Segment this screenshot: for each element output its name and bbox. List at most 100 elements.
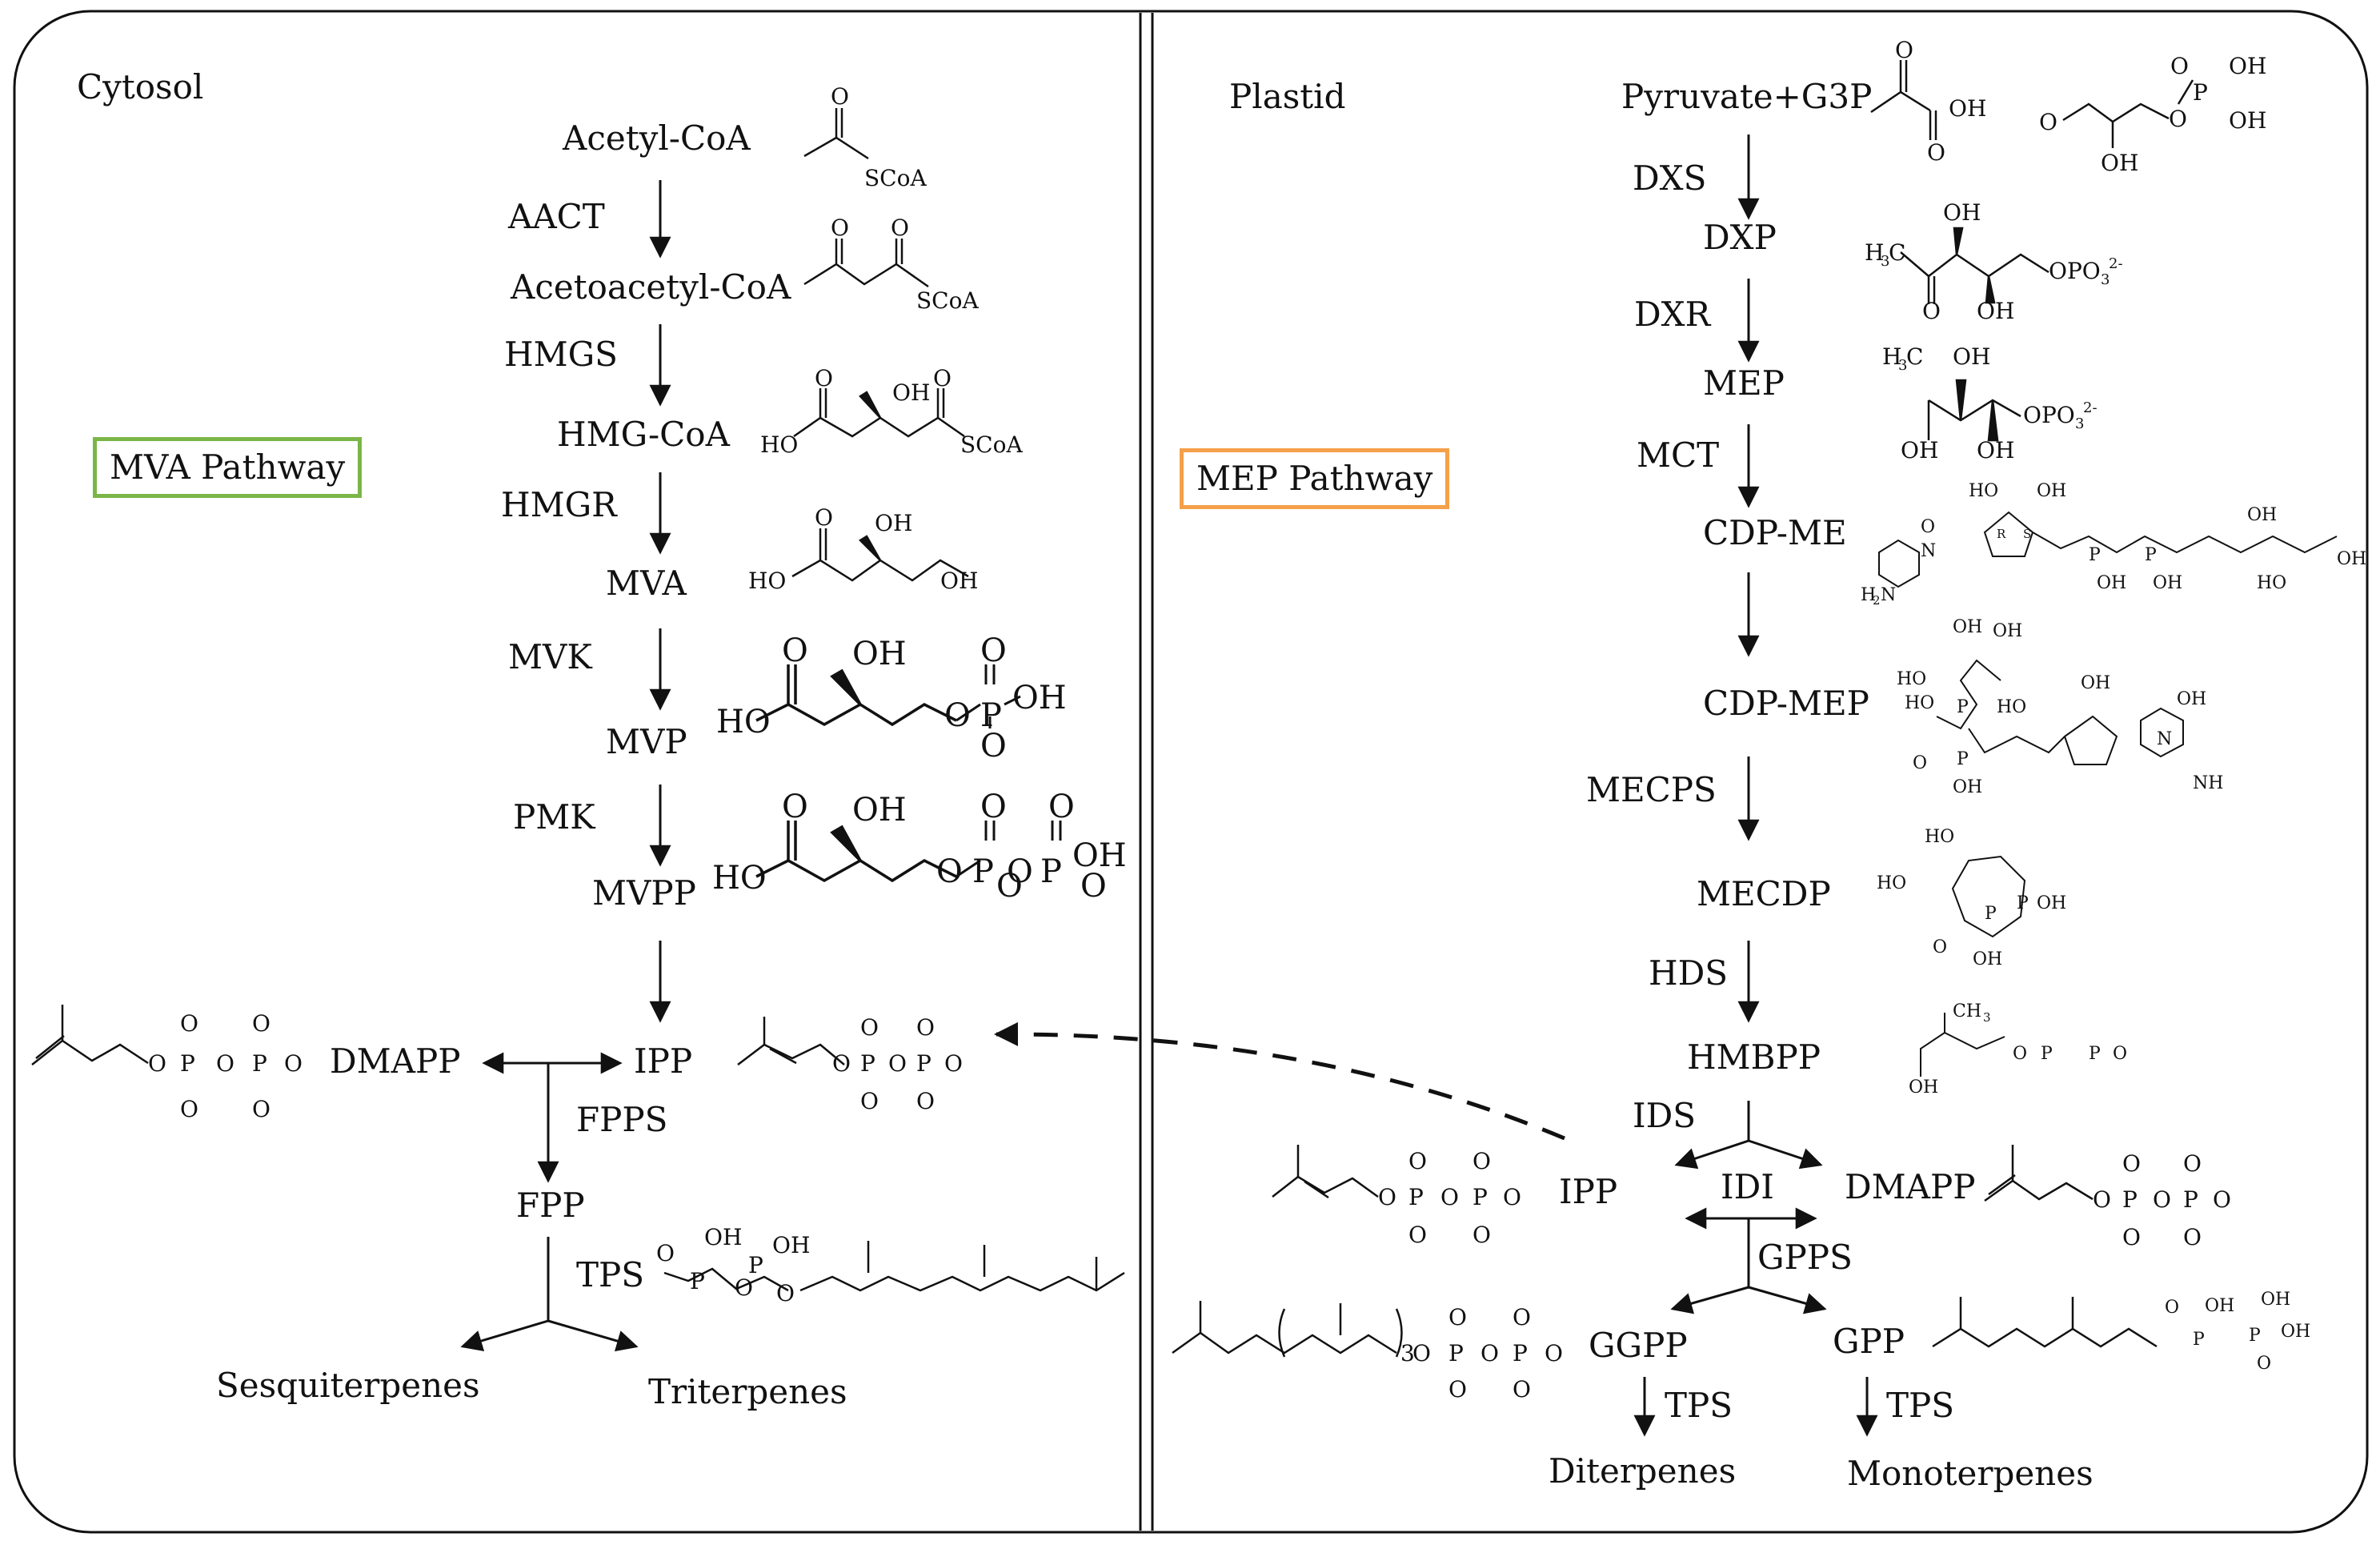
svg-text:OH: OH <box>704 1224 742 1250</box>
svg-text:SCoA: SCoA <box>960 431 1023 458</box>
svg-text:OH: OH <box>1943 199 1981 226</box>
svg-text:P: P <box>916 1050 932 1077</box>
svg-text:P: P <box>1513 1340 1528 1366</box>
svg-text:2-: 2- <box>2083 399 2098 416</box>
svg-text:OH: OH <box>1953 777 1982 797</box>
svg-text:O: O <box>252 1096 270 1122</box>
structure-small-labels: H 2 N N O HO OH R S P P OH OH OH OH HO O… <box>1861 481 2366 1374</box>
svg-text:OPO: OPO <box>2023 402 2075 428</box>
svg-text:O: O <box>2183 1150 2202 1177</box>
metabolite-mvpp: MVPP <box>592 873 696 913</box>
svg-text:OH: OH <box>2097 573 2126 593</box>
svg-text:P: P <box>1957 749 1969 769</box>
svg-text:O: O <box>916 1088 935 1114</box>
structure-ipp-plastid <box>1272 1145 1379 1199</box>
svg-text:O: O <box>1922 298 1941 324</box>
svg-text:OH: OH <box>1909 1077 1938 1098</box>
metabolite-hmg-coa: HMG-CoA <box>557 415 730 454</box>
svg-text:O: O <box>2093 1186 2111 1213</box>
svg-text:O: O <box>180 1010 198 1037</box>
structure-hmbpp <box>1920 1013 2005 1077</box>
mep-pathway-box: MEP Pathway <box>1180 448 1450 509</box>
arrow-gpps-gpp <box>1748 1286 1827 1314</box>
enzyme-mecps: MECPS <box>1586 770 1717 809</box>
svg-text:O: O <box>980 728 1007 764</box>
svg-text:OH: OH <box>2037 481 2066 501</box>
structure-dmapp-cytosol <box>31 1005 149 1065</box>
product-sesquiterpenes: Sesquiterpenes <box>216 1366 480 1405</box>
svg-text:P: P <box>2145 545 2157 565</box>
svg-text:OH: OH <box>2153 573 2182 593</box>
svg-text:CH: CH <box>1953 1001 1981 1021</box>
arrow-gpps-ggpp <box>1670 1286 1749 1314</box>
svg-text:OH: OH <box>892 379 930 406</box>
svg-text:O: O <box>1480 1340 1499 1366</box>
arrow-ids-dmapp <box>1748 1139 1823 1170</box>
svg-text:O: O <box>1472 1222 1491 1248</box>
svg-text:OH: OH <box>1953 343 1990 370</box>
phosphate-mvp <box>956 664 1021 728</box>
svg-text:P: P <box>2193 1330 2205 1350</box>
svg-text:HO: HO <box>2257 573 2286 593</box>
structure-g3p <box>2062 79 2194 148</box>
svg-text:3: 3 <box>1983 1010 1991 1025</box>
svg-text:O: O <box>1412 1340 1431 1366</box>
svg-text:O: O <box>936 853 963 890</box>
svg-text:OPO: OPO <box>2049 258 2101 284</box>
metabolite-dmapp-plastid: DMAPP <box>1845 1167 1976 1206</box>
svg-text:P: P <box>690 1268 705 1294</box>
svg-text:OH: OH <box>1977 298 2014 324</box>
enzyme-tps-cytosol: TPS <box>576 1255 645 1294</box>
svg-text:O: O <box>148 1050 166 1077</box>
mva-pathway-box: MVA Pathway <box>93 437 363 498</box>
arrow-ipp-transport <box>994 1021 1565 1141</box>
svg-text:O: O <box>944 697 971 734</box>
product-monoterpenes: Monoterpenes <box>1847 1454 2094 1493</box>
svg-text:P: P <box>1040 853 1062 890</box>
metabolite-ipp-cytosol: IPP <box>634 1041 693 1081</box>
svg-text:O: O <box>2122 1224 2141 1250</box>
svg-text:OH: OH <box>2229 107 2266 134</box>
structure-mecdp <box>1951 855 2026 938</box>
svg-text:O: O <box>1007 853 1033 890</box>
svg-text:O: O <box>1913 753 1927 773</box>
svg-text:O: O <box>180 1096 198 1122</box>
svg-text:O: O <box>1927 139 1945 166</box>
enzyme-dxs: DXS <box>1633 159 1707 198</box>
enzyme-hmgr: HMGR <box>501 485 617 524</box>
metabolite-hmbpp: HMBPP <box>1687 1037 1821 1077</box>
structure-atom-labels-large: HO OH O O P O OH O HO OH O O P O P OH O … <box>712 632 1127 905</box>
svg-text:O: O <box>1503 1184 1521 1210</box>
svg-text:O: O <box>831 215 849 241</box>
structure-mvp <box>755 664 957 727</box>
svg-text:P: P <box>1985 904 1997 924</box>
svg-text:O: O <box>1080 868 1107 905</box>
svg-text:OH: OH <box>2205 1296 2234 1316</box>
svg-text:O: O <box>1448 1304 1467 1330</box>
svg-text:3: 3 <box>1898 357 1907 374</box>
svg-text:OH: OH <box>1953 617 1982 637</box>
svg-text:P: P <box>2089 545 2101 565</box>
svg-text:OH: OH <box>1072 837 1127 874</box>
metabolite-cdp-me: CDP-ME <box>1703 513 1847 552</box>
svg-text:HO: HO <box>712 860 767 897</box>
svg-text:O: O <box>2170 53 2189 79</box>
svg-text:O: O <box>1513 1376 1531 1403</box>
svg-text:O: O <box>1440 1184 1459 1210</box>
svg-text:N: N <box>1921 541 1936 561</box>
svg-text:P: P <box>2089 1044 2101 1064</box>
svg-text:N: N <box>1881 585 1896 605</box>
metabolite-dxp: DXP <box>1703 218 1777 257</box>
svg-text:P: P <box>2122 1186 2138 1213</box>
structure-dmapp-plastid <box>1984 1145 2094 1202</box>
svg-text:OH: OH <box>875 510 912 536</box>
svg-text:OH: OH <box>1973 949 2002 969</box>
svg-text:OH: OH <box>852 792 907 829</box>
enzyme-hds: HDS <box>1649 953 1729 993</box>
svg-text:O: O <box>831 83 849 110</box>
metabolite-cdp-mep: CDP-MEP <box>1703 684 1869 723</box>
svg-text:OH: OH <box>2281 1322 2310 1342</box>
svg-text:O: O <box>1933 937 1947 957</box>
svg-text:O: O <box>891 215 909 241</box>
phosphate-mvpp <box>956 821 1062 878</box>
